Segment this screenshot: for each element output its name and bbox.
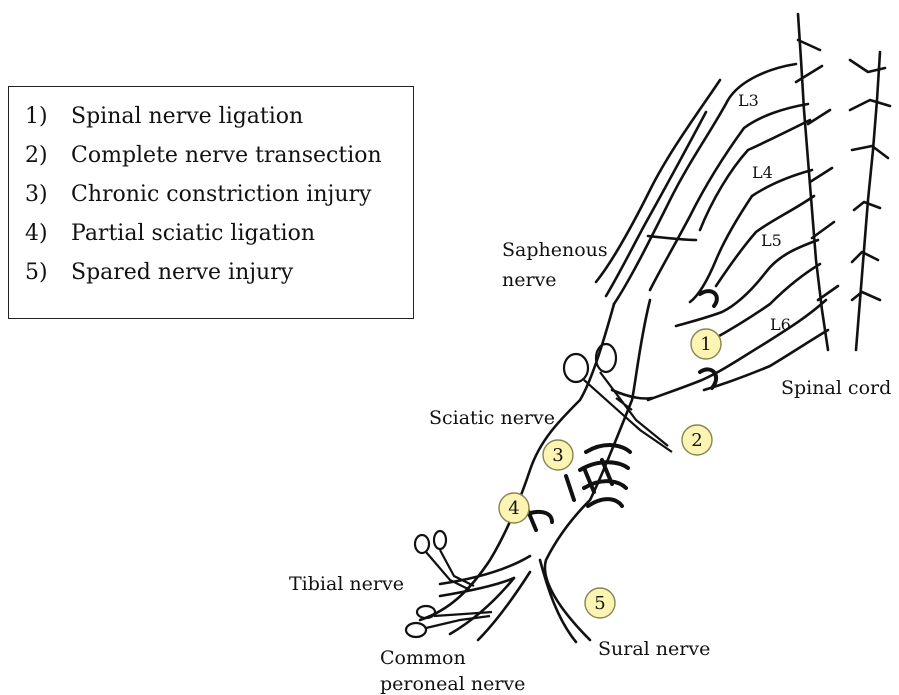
- label-spinal-cord: Spinal cord: [781, 377, 891, 399]
- badge-5: 5: [585, 588, 615, 618]
- saphenous-branch: [596, 80, 720, 296]
- level-label-l4: L4: [752, 163, 773, 182]
- scissors-icon: [406, 606, 492, 637]
- badge-4: 4: [499, 493, 529, 523]
- badge-1: 1: [691, 329, 721, 359]
- svg-text:4: 4: [508, 498, 519, 519]
- level-label-l6: L6: [770, 315, 791, 334]
- level-label-l3: L3: [738, 91, 759, 110]
- svg-text:2: 2: [691, 430, 702, 451]
- label-saphenous-line1: Saphenous: [502, 239, 608, 261]
- spinal-roots: [614, 64, 828, 400]
- svg-text:1: 1: [700, 334, 711, 355]
- label-saphenous-line2: nerve: [502, 269, 557, 291]
- ligature-l5: [700, 291, 717, 306]
- svg-text:5: 5: [594, 593, 605, 614]
- badge-3: 3: [543, 440, 573, 470]
- scissors-icon: [415, 531, 474, 590]
- label-sciatic-nerve: Sciatic nerve: [429, 407, 555, 429]
- level-label-l5: L5: [761, 231, 782, 250]
- spinal-cord: [796, 14, 890, 350]
- badge-2: 2: [682, 425, 712, 455]
- svg-text:3: 3: [552, 445, 563, 466]
- label-common-peroneal-line1: Common: [380, 647, 466, 669]
- sciatic-trunk: [420, 300, 652, 640]
- label-common-peroneal-line2: peroneal nerve: [380, 673, 525, 695]
- label-tibial-nerve: Tibial nerve: [289, 573, 404, 595]
- label-sural-nerve: Sural nerve: [598, 638, 710, 660]
